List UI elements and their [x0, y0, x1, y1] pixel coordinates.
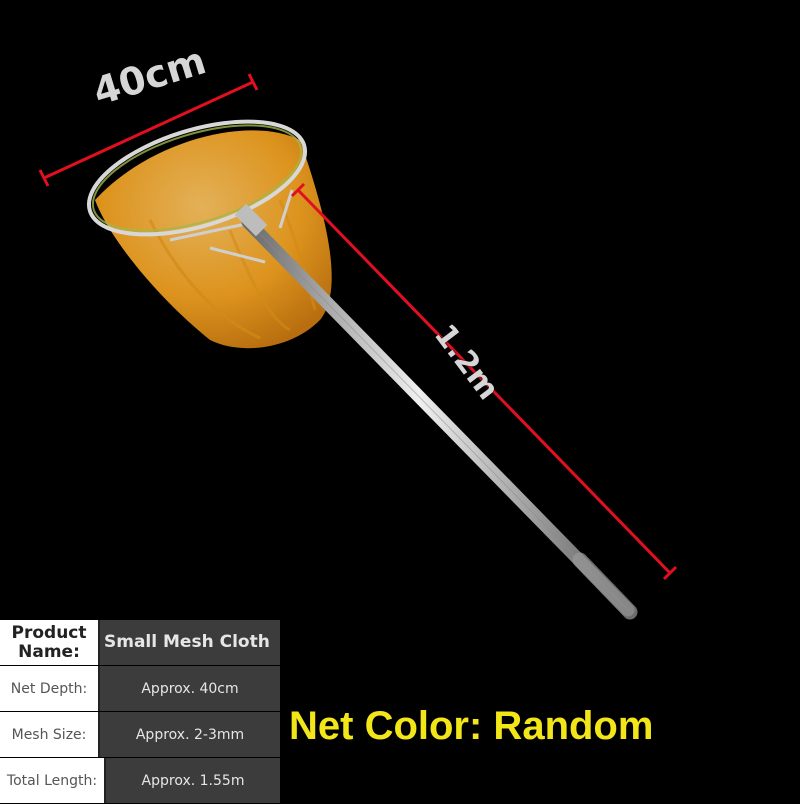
spec-key-total-length: Total Length: [0, 758, 106, 803]
spec-row-total-length: Total Length: Approx. 1.55m [0, 758, 280, 803]
spec-key-product-name: Product Name: [0, 620, 100, 665]
handle-pole [234, 203, 638, 620]
net-color-note: Net Color: Random [289, 704, 654, 748]
spec-key-mesh-size: Mesh Size: [0, 712, 100, 757]
spec-row-product-name: Product Name: Small Mesh Cloth [0, 620, 280, 665]
net-hoop [86, 119, 308, 237]
spec-value-net-depth: Approx. 40cm [100, 666, 280, 711]
spec-row-mesh-size: Mesh Size: Approx. 2-3mm [0, 712, 280, 757]
hoop-struts [169, 189, 294, 264]
spec-value-total-length: Approx. 1.55m [106, 758, 280, 803]
length-dimension-line [290, 182, 678, 581]
spec-value-mesh-size: Approx. 2-3mm [100, 712, 280, 757]
spec-row-net-depth: Net Depth: Approx. 40cm [0, 666, 280, 711]
width-dimension-line [38, 73, 259, 187]
spec-table: Product Name: Small Mesh Cloth Net Depth… [0, 620, 280, 804]
spec-key-net-depth: Net Depth: [0, 666, 100, 711]
spec-value-product-name: Small Mesh Cloth [100, 620, 280, 665]
net-bag [95, 130, 332, 349]
